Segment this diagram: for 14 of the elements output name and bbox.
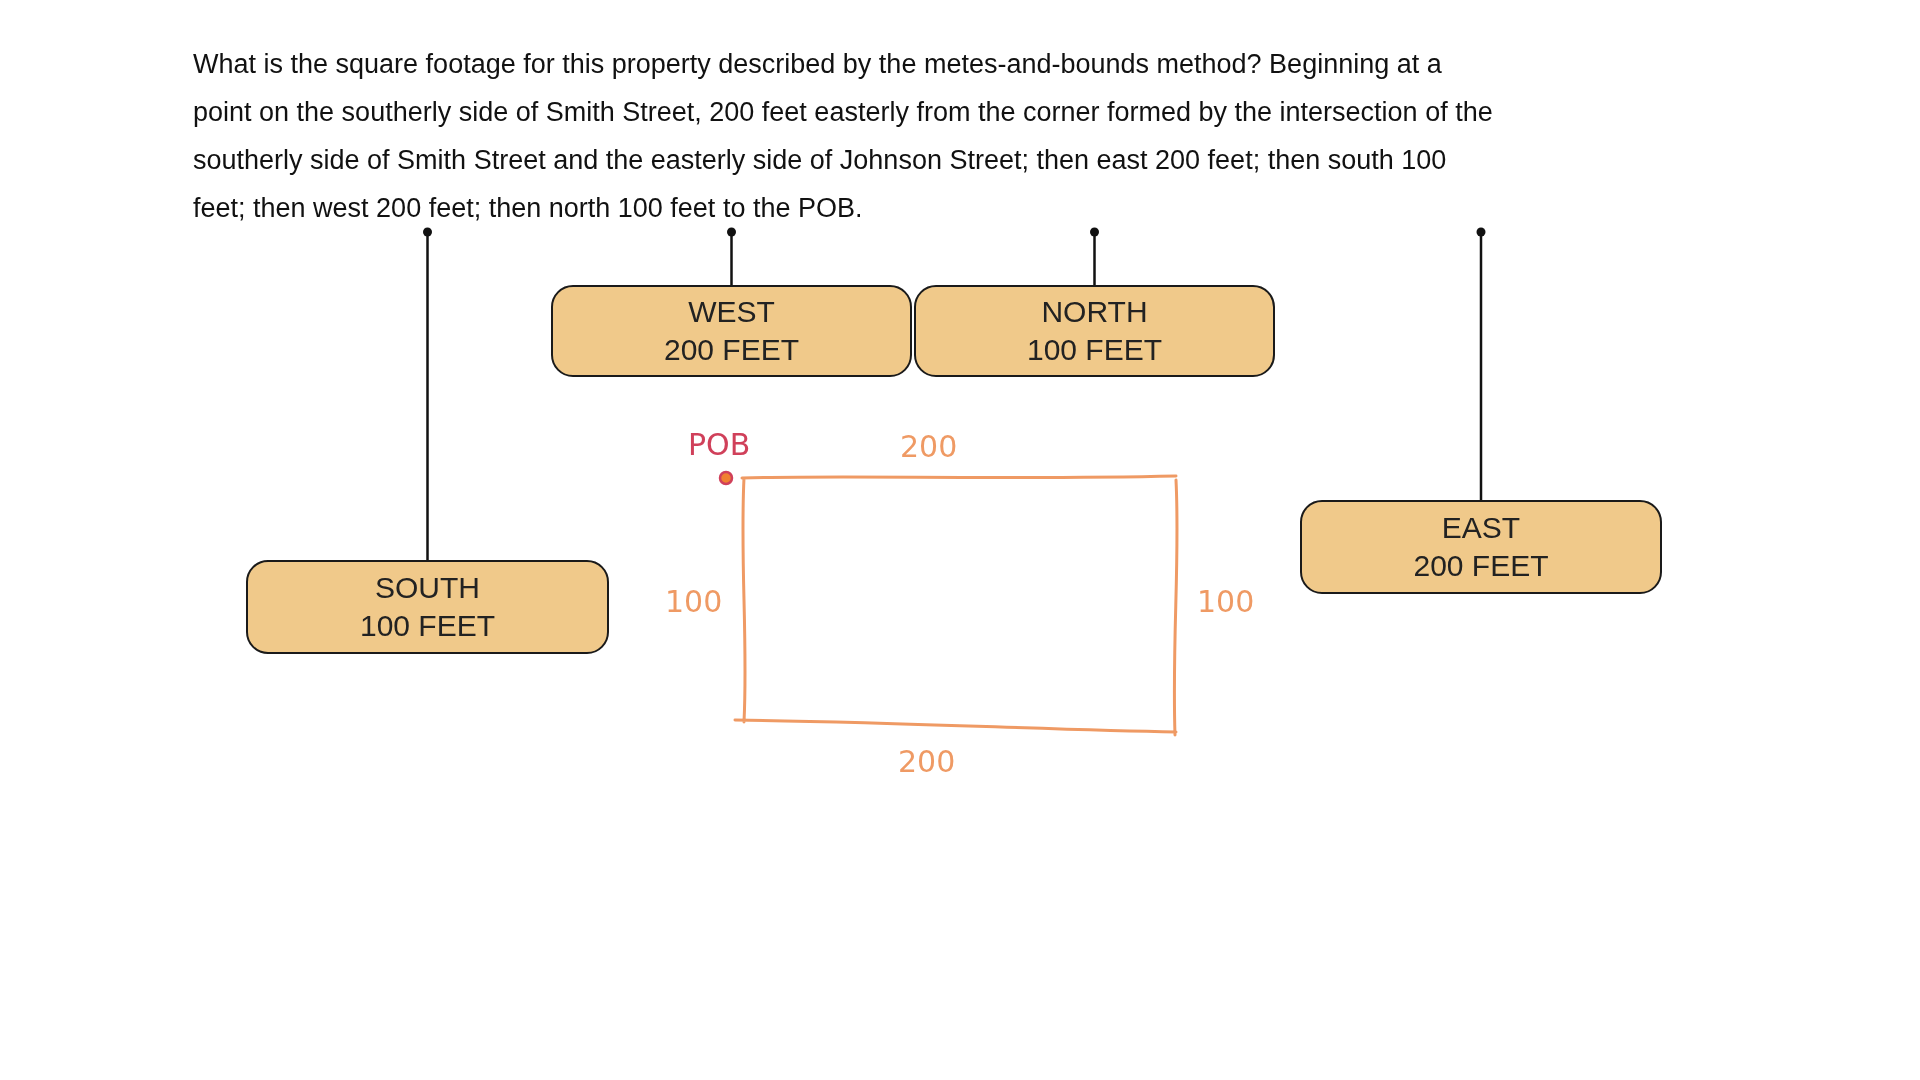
leader-line: [727, 227, 736, 285]
dimension-label: 100: [1197, 585, 1255, 619]
leader-line: [1090, 227, 1099, 285]
leader-line: [423, 227, 432, 560]
point-label: POB: [688, 428, 751, 462]
dimension-label: 200: [898, 745, 956, 779]
callout-box: EAST 200 FEET: [1300, 500, 1662, 594]
question-text: What is the square footage for this property described by the metes-and-bounds method? Beginning at a point on the southerly side of Smith Street, 200 feet easterly from the corner formed by the intersection of the southerly side of Smith Street and the easterly side of Johnson Street; then east 200 feet; then south 100 feet; then west 200 feet; then north 100 feet to the POB.: [193, 40, 1493, 232]
callout-box: SOUTH 100 FEET: [246, 560, 609, 654]
callout-box: WEST 200 FEET: [551, 285, 912, 377]
callout-box: NORTH 100 FEET: [914, 285, 1275, 377]
leader-line: [1476, 227, 1486, 500]
dimension-label: 100: [665, 585, 723, 619]
dimension-label: 200: [900, 430, 958, 464]
